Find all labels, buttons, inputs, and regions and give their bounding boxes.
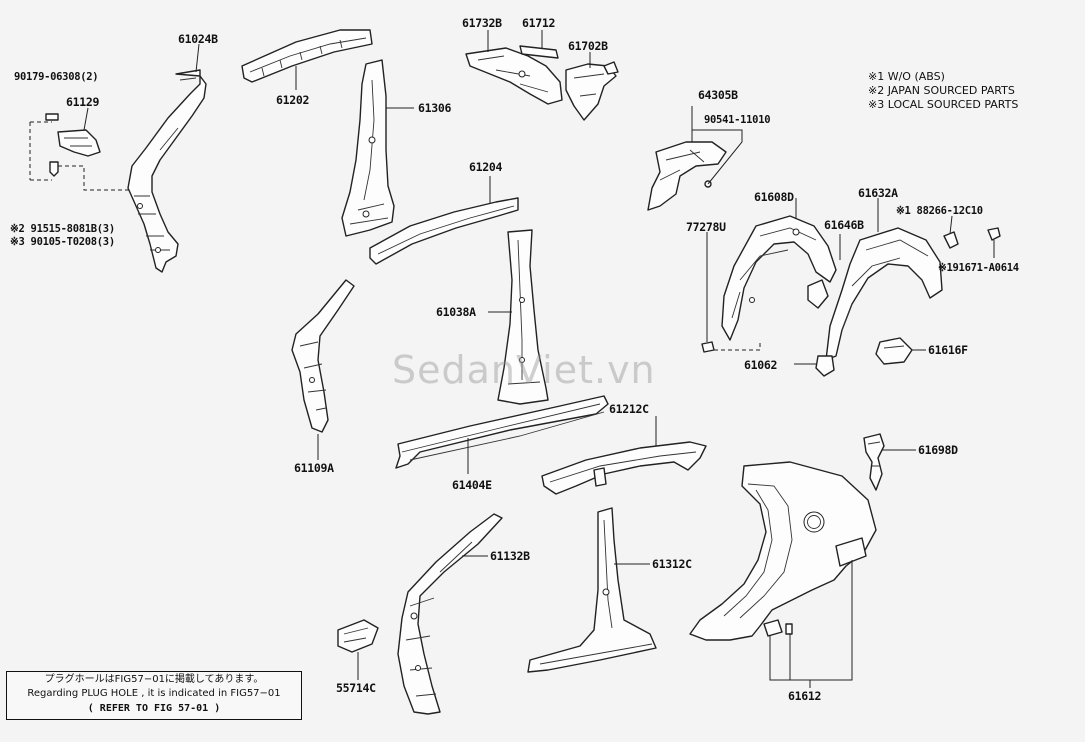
part-61109a-shape	[291, 279, 355, 433]
label-61312c: 61312C	[652, 557, 692, 571]
part-61212c-shape	[541, 441, 707, 495]
label-61306: 61306	[418, 101, 452, 115]
label-61632a: 61632A	[858, 186, 898, 200]
label-61616f: 61616F	[928, 343, 968, 357]
label-77278u: 77278U	[686, 220, 726, 234]
label-90179-06308: 90179-06308(2)	[14, 71, 99, 83]
leader-61129	[83, 107, 89, 131]
part-61132b-shape	[397, 513, 503, 715]
bracket-dashes	[29, 121, 132, 191]
part-61129-shape	[45, 113, 101, 177]
part-61702b-shape	[565, 61, 619, 121]
leader-wheelhouse	[706, 198, 841, 342]
label-88266-12c10: ※1 88266-12C10	[896, 205, 983, 217]
part-61038a-shape	[497, 229, 549, 405]
part-77278u-shape	[701, 341, 715, 353]
label-191671-a0614: ※191671-A0614	[938, 262, 1019, 274]
leader-64305b	[691, 106, 743, 185]
label-61702b: 61702B	[568, 39, 608, 53]
label-61038a: 61038A	[436, 305, 476, 319]
part-61202-shape	[241, 29, 373, 83]
label-61608d: 61608D	[754, 190, 794, 204]
part-64305b-shape	[647, 141, 727, 211]
plug-hole-note: プラグホールはFIG57−01に掲載してあります。 Regarding PLUG…	[6, 671, 302, 720]
leader-88266	[949, 215, 953, 235]
leader-61024b	[195, 43, 200, 73]
label-61732b: 61732B	[462, 16, 502, 30]
label-61202: 61202	[276, 93, 310, 107]
watermark: SedanViet.vn	[392, 348, 656, 392]
label-61698d: 61698D	[918, 443, 958, 457]
label-61612: 61612	[788, 689, 822, 703]
note-line-japanese: プラグホールはFIG57−01に掲載してあります。	[44, 674, 264, 685]
label-61062: 61062	[744, 358, 778, 372]
note-line-refer: ( REFER TO FIG 57-01 )	[87, 703, 221, 714]
label-61109a: 61109A	[294, 461, 334, 475]
legend-line-2: ※2 JAPAN SOURCED PARTS	[868, 84, 1015, 97]
part-61612-shape	[689, 461, 877, 641]
part-61306-shape	[341, 59, 395, 237]
label-90105-t0208: ※3 90105-T0208(3)	[10, 236, 115, 248]
legend-line-1: ※1 W/O (ABS)	[868, 70, 945, 83]
part-88266-shape	[943, 227, 1001, 249]
label-61212c: 61212C	[609, 402, 649, 416]
part-61312c-shape	[527, 507, 657, 673]
part-61646b-shape	[807, 279, 829, 309]
part-61616f-shape	[875, 337, 913, 365]
label-61129: 61129	[66, 95, 100, 109]
label-61404e: 61404E	[452, 478, 492, 492]
part-61404e-shape	[395, 395, 609, 469]
leader-61612	[769, 560, 853, 688]
label-61712: 61712	[522, 16, 556, 30]
wheelhouse-dashes	[714, 340, 761, 351]
legend-line-3: ※3 LOCAL SOURCED PARTS	[868, 98, 1019, 111]
label-61646b: 61646B	[824, 218, 864, 232]
label-90541-11010: 90541-11010	[704, 114, 771, 126]
note-line-english: Regarding PLUG HOLE , it is indicated in…	[27, 688, 281, 699]
part-61062-shape	[815, 355, 835, 377]
label-64305b: 64305B	[698, 88, 738, 102]
label-91515-8081b: ※2 91515-8081B(3)	[10, 223, 115, 235]
part-61698d-shape	[863, 433, 885, 491]
part-61608d-shape	[721, 215, 837, 341]
part-61024b-shape	[127, 69, 207, 273]
part-61712-shape	[519, 45, 559, 59]
part-61204-shape	[369, 197, 519, 265]
part-55714c-shape	[337, 619, 379, 653]
label-61024b: 61024B	[178, 32, 218, 46]
label-61204: 61204	[469, 160, 503, 174]
label-55714c: 55714C	[336, 681, 376, 695]
part-61732b-shape	[465, 47, 563, 105]
label-61132b: 61132B	[490, 549, 530, 563]
part-61632a-shape	[825, 227, 943, 361]
